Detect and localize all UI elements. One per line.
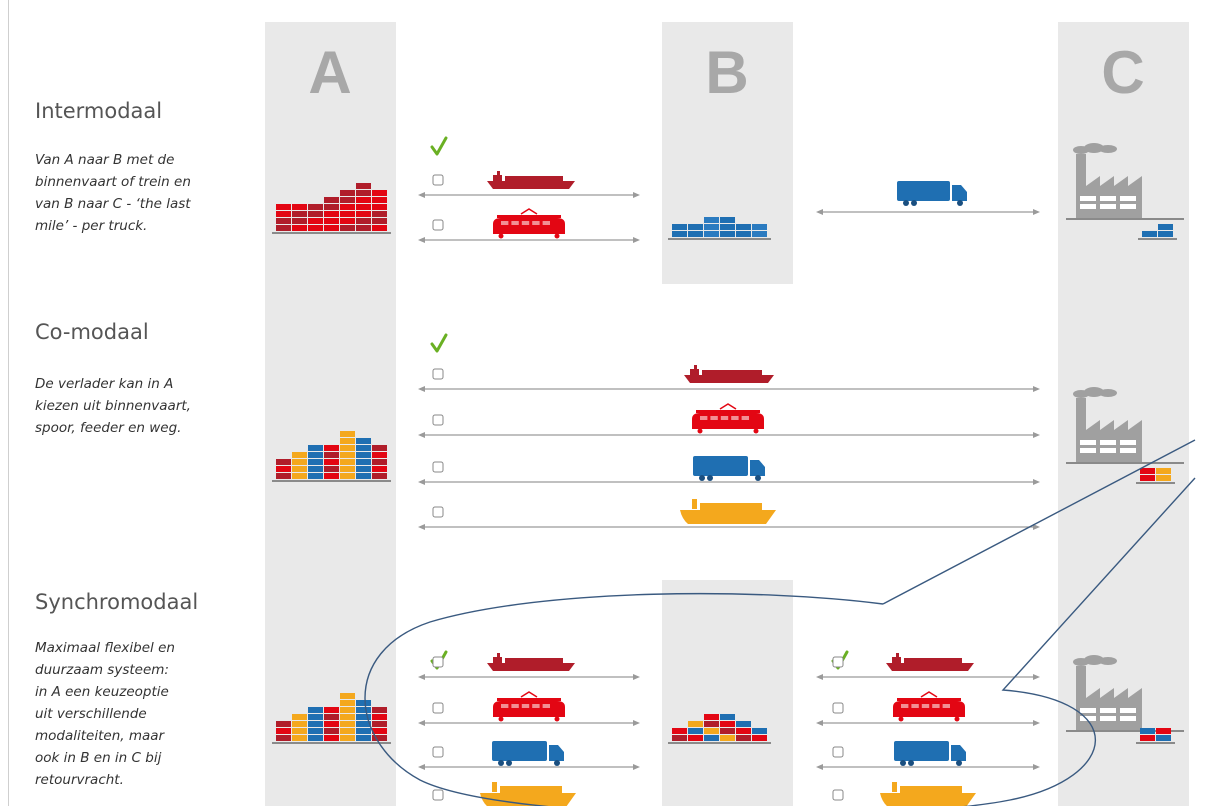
checkbox-icon [432,746,444,758]
checkbox-icon [432,506,444,518]
checkbox-icon [832,746,844,758]
checkbox-icon [432,368,444,380]
section-title-intermodaal: Intermodaal [35,99,163,123]
callout-bubble [364,439,1196,806]
checkbox-icon [832,702,844,714]
column-label-b: B [705,39,749,106]
checkbox-icon [832,789,844,801]
train-icon [493,208,565,239]
route-line [418,764,640,770]
checkbox-icon [432,219,444,231]
checkbox-icon [432,414,444,426]
section-description-intermodaal: Van A naar B met de binnenvaart of trein… [35,152,191,234]
feeder-ship-icon [480,782,576,806]
container-stack-icon [1136,728,1175,744]
truck-icon [897,181,967,206]
route-line [418,237,640,243]
container-stack-icon [1136,468,1175,484]
factory-icon [1066,655,1184,732]
checkbox-icon [432,789,444,801]
container-stack-icon [668,217,771,240]
section-description-synchromodaal: Maximaal flexibel en duurzaam systeem: i… [35,640,175,788]
route-line [816,674,1040,680]
checkmark-icon [430,333,448,353]
left-border-line [8,0,9,806]
route-line [418,524,1040,530]
route-line [418,674,640,680]
factory-icon [1066,387,1184,464]
route-line [418,720,640,726]
truck-icon [492,741,564,766]
column-a-background [265,22,396,806]
truck-icon [894,741,966,766]
feeder-ship-icon [680,499,776,524]
barge-icon [684,365,774,383]
checkbox-icon [432,461,444,473]
feeder-ship-icon [880,782,976,806]
column-b-background-bottom [662,580,793,806]
train-icon [493,691,565,722]
factory-icon [1066,143,1184,220]
train-icon [692,403,764,434]
truck-icon [693,456,765,481]
route-line [816,720,1040,726]
checkbox-icon [832,656,844,668]
container-stack-icon [1138,224,1177,240]
route-line [418,192,640,198]
train-icon [893,691,965,722]
checkbox-icon [432,702,444,714]
section-title-synchromodaal: Synchromodaal [35,590,199,614]
section-title-comodaal: Co-modaal [35,320,149,344]
checkbox-icon [432,656,444,668]
checkmark-icon [430,136,448,156]
route-line [816,209,1040,215]
container-stack-icon [272,693,391,744]
column-b-background-top [662,22,793,284]
route-line [816,764,1040,770]
column-label-c: C [1101,39,1145,106]
barge-icon [487,171,575,189]
checkbox-icon [432,174,444,186]
route-line [418,479,1040,485]
barge-icon [886,653,974,671]
section-description-comodaal: De verlader kan in A kiezen uit binnenva… [35,376,191,436]
container-stack-icon [272,431,391,482]
route-line [418,386,1040,392]
barge-icon [487,653,575,671]
column-label-a: A [308,39,352,106]
route-line [418,432,1040,438]
container-stack-icon [668,714,771,744]
container-stack-icon [272,183,391,234]
